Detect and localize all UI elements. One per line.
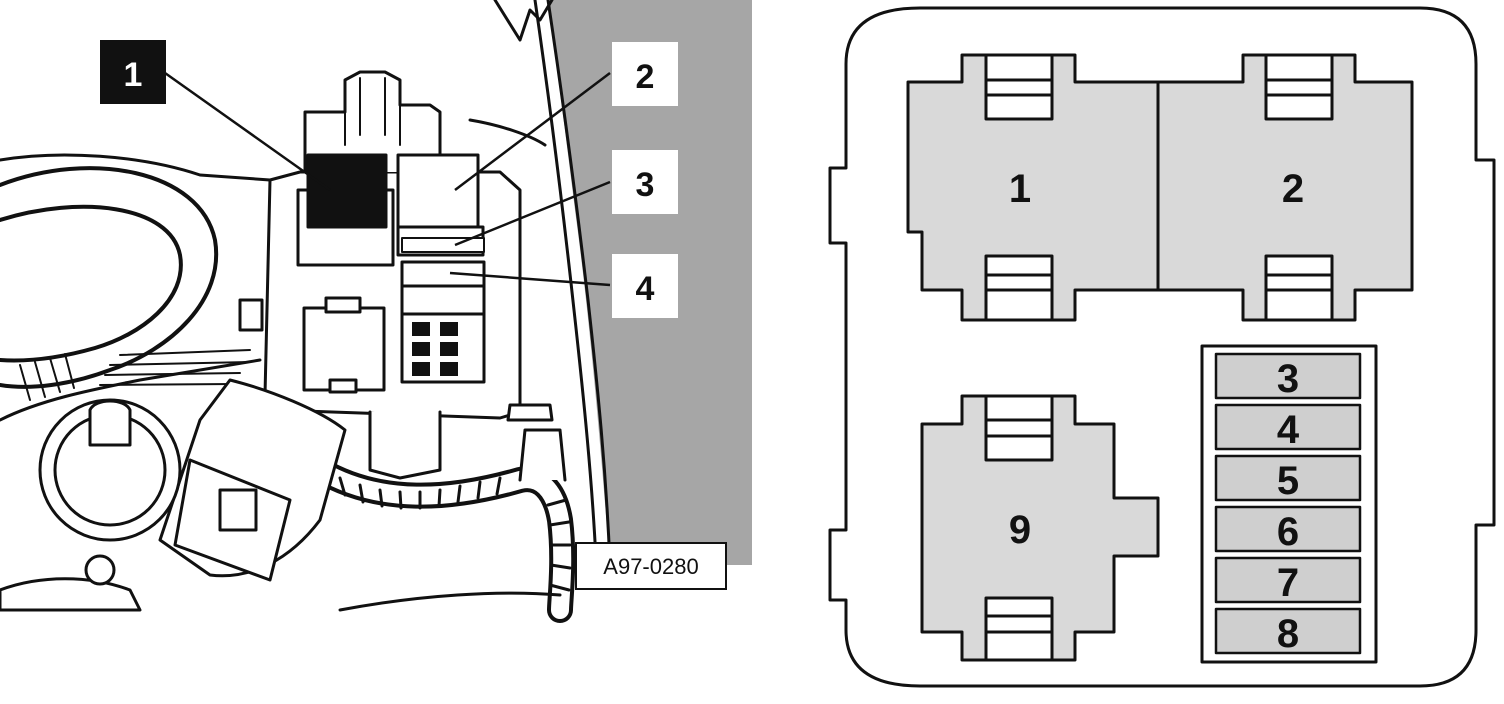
callout-2: 2 bbox=[612, 42, 678, 106]
leader-3 bbox=[454, 180, 611, 247]
fuse-slot-3-body bbox=[1214, 352, 1362, 400]
installation-illustration bbox=[0, 0, 752, 623]
lower-line bbox=[338, 591, 562, 612]
fuse-strip: 3 4 5 6 7 8 bbox=[1200, 344, 1378, 664]
leader-1 bbox=[164, 71, 331, 192]
fuse-slot-5-body bbox=[1214, 454, 1362, 502]
relay-slot-1: 1 bbox=[906, 53, 1160, 322]
harness-clip bbox=[506, 403, 554, 422]
callout-leaders bbox=[164, 71, 611, 287]
fuse-slot-4: 4 bbox=[1214, 403, 1362, 452]
relay-slot-1-body bbox=[906, 53, 1160, 322]
fuse-block bbox=[400, 284, 486, 316]
carrier-bottom bbox=[368, 410, 442, 480]
fuse-slot-7: 7 bbox=[1214, 556, 1362, 605]
fuse-slot-6-label: 6 bbox=[1277, 510, 1299, 554]
hose-ribs bbox=[19, 353, 75, 401]
fuse-slot-3-label: 3 bbox=[1277, 357, 1299, 401]
harness-branch bbox=[518, 428, 567, 482]
relay-slot-2-top-tab bbox=[1264, 53, 1334, 121]
carrier-top-hook bbox=[344, 77, 401, 146]
reference-code-text: A97-0280 bbox=[603, 554, 698, 579]
engine-outline-3 bbox=[0, 358, 262, 422]
relay-slot-2-label: 2 bbox=[1282, 167, 1304, 211]
reference-code: A97-0280 bbox=[575, 542, 727, 590]
relay-socket-empty bbox=[302, 306, 386, 392]
engine-outline-2 bbox=[468, 118, 547, 147]
relay-panel-layout: 1 2 9 3 bbox=[828, 6, 1496, 688]
panel-edge-inner bbox=[533, 0, 598, 562]
engine-outline bbox=[0, 153, 272, 182]
relay-slot-1-label: 1 bbox=[1009, 167, 1031, 211]
hose-loop-outer bbox=[0, 166, 219, 389]
callout-2-box bbox=[612, 42, 678, 106]
relay-slot-2-bottom-tab bbox=[1264, 254, 1334, 322]
fuse-slot-4-label: 4 bbox=[1277, 408, 1300, 452]
panel-edge bbox=[546, 0, 612, 567]
leader-4 bbox=[449, 271, 611, 287]
callout-3-box bbox=[612, 150, 678, 214]
fuse-slot-7-label: 7 bbox=[1277, 561, 1299, 605]
callout-4-box bbox=[612, 254, 678, 318]
callout-4: 4 bbox=[612, 254, 678, 318]
callout-3-label: 3 bbox=[636, 166, 655, 204]
fuse-slot-7-body bbox=[1214, 556, 1362, 604]
callout-1: 1 bbox=[100, 40, 166, 104]
relay-slot-9: 9 bbox=[920, 394, 1160, 662]
callout-1-label: 1 bbox=[124, 56, 143, 94]
relay-slot-1-top-tab bbox=[984, 53, 1054, 121]
callout-1-box bbox=[100, 40, 166, 104]
reservoir-cap-knob bbox=[88, 399, 132, 447]
fuse-slot-8-body bbox=[1214, 607, 1362, 655]
clamp-screw bbox=[84, 554, 116, 586]
hose-clamp bbox=[0, 577, 142, 612]
fuse-slot-3: 3 bbox=[1214, 352, 1362, 401]
carrier-top bbox=[303, 70, 442, 174]
fuse-slot-5: 5 bbox=[1214, 454, 1362, 503]
engine-ribs bbox=[99, 349, 251, 386]
relay-slot-9-label: 9 bbox=[1009, 508, 1031, 552]
relay-slot-9-top-tab bbox=[984, 394, 1054, 462]
callout-2-label: 2 bbox=[636, 58, 655, 96]
connector-pins bbox=[412, 322, 458, 376]
callout-4-label: 4 bbox=[636, 270, 655, 308]
fuse-slot-8: 8 bbox=[1214, 607, 1362, 656]
relay-slot-9-body bbox=[920, 394, 1160, 662]
fuse-slot-6-body bbox=[1214, 505, 1362, 553]
fuse-slot-4-body bbox=[1214, 403, 1362, 451]
relay-socket-tab-bottom bbox=[328, 378, 358, 394]
fuse-slot-8-label: 8 bbox=[1277, 612, 1299, 656]
connector-latch bbox=[218, 488, 258, 532]
leader-2 bbox=[454, 72, 611, 191]
reference-code-box bbox=[575, 542, 727, 590]
hose-loop-inner bbox=[0, 204, 183, 363]
harness-ribs bbox=[338, 476, 572, 592]
fuse-row-3 bbox=[401, 237, 485, 253]
fuse-slot-5-label: 5 bbox=[1277, 459, 1299, 503]
relay-1 bbox=[306, 153, 388, 229]
relay-slot-2-body bbox=[1156, 53, 1414, 322]
relay-2 bbox=[396, 153, 480, 229]
callout-3: 3 bbox=[612, 150, 678, 214]
carrier-side-clip bbox=[238, 298, 264, 332]
relay-socket-tab bbox=[324, 296, 362, 314]
fuse-slot-6: 6 bbox=[1214, 505, 1362, 554]
relay-slot-9-bottom-tab bbox=[984, 596, 1054, 662]
relay-slot-2: 2 bbox=[1156, 53, 1414, 322]
bracket-top bbox=[493, 0, 554, 42]
relay-slot-1-bottom-tab bbox=[984, 254, 1054, 322]
